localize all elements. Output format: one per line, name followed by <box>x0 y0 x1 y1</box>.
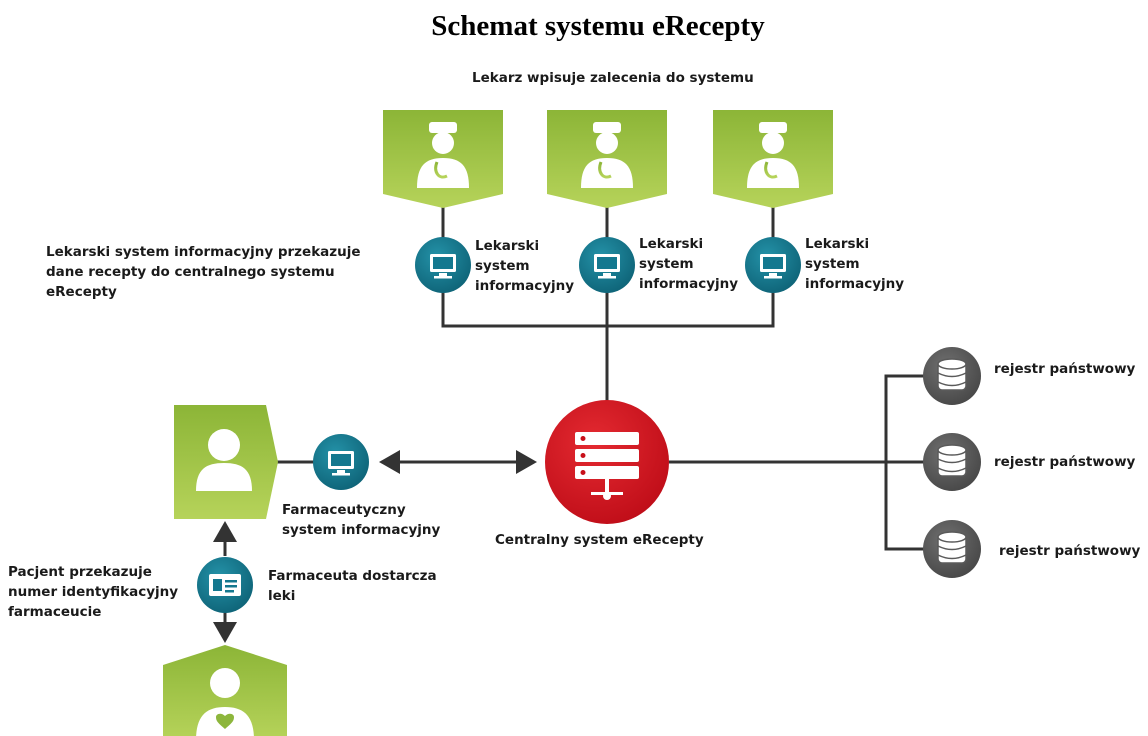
pharmacy-system-label: Farmaceutyczny system informacyjny <box>282 500 440 540</box>
doctor-icon <box>417 122 469 188</box>
database-icon <box>937 358 967 391</box>
label-line: informacyjny <box>639 276 739 292</box>
connectors <box>213 206 924 643</box>
patient-note: Pacjent przekazuje numer identyfikacyjny… <box>8 562 178 622</box>
label-line: Farmaceutyczny <box>282 502 406 518</box>
central-system-node <box>545 400 669 524</box>
doctor-system-label-1: Lekarski system informacyjny <box>475 236 574 296</box>
note-line: Farmaceuta dostarcza <box>268 568 437 584</box>
doctor-node-1 <box>383 110 503 208</box>
patient-heart-icon <box>196 668 254 736</box>
registry-node-3 <box>923 520 981 578</box>
pharmacy-system-node <box>313 434 369 490</box>
patient-node <box>163 645 287 736</box>
note-line: farmaceucie <box>8 604 102 620</box>
doctor-icon <box>581 122 633 188</box>
note-line: dane recepty do centralnego systemu <box>46 264 335 280</box>
doctor-system-note: Lekarski system informacyjny przekazuje … <box>46 242 361 302</box>
label-line: system <box>805 256 860 272</box>
note-line: Pacjent przekazuje <box>8 564 152 580</box>
person-icon <box>196 429 252 491</box>
label-line: Lekarski <box>805 236 870 252</box>
id-card-icon <box>209 574 241 596</box>
doctor-system-label-3: Lekarski system informacyjny <box>805 234 904 294</box>
central-system-label: Centralny system eRecepty <box>495 532 704 548</box>
registry-node-1 <box>923 347 981 405</box>
server-icon <box>575 432 639 500</box>
registry-node-2 <box>923 433 981 491</box>
registry-label-2: rejestr państwowy <box>994 454 1136 470</box>
note-line: eRecepty <box>46 284 117 300</box>
note-line: numer identyfikacyjny <box>8 584 179 600</box>
database-icon <box>937 531 967 564</box>
monitor-icon <box>760 254 786 279</box>
doctor-system-node-3 <box>745 237 801 293</box>
pharmacist-tag <box>174 405 278 519</box>
pharmacist-note: Farmaceuta dostarcza leki <box>268 566 437 606</box>
doctor-system-node-2 <box>579 237 635 293</box>
doctor-system-node-1 <box>415 237 471 293</box>
label-line: system informacyjny <box>282 522 441 538</box>
note-line: leki <box>268 588 296 604</box>
registry-label-3: rejestr państwowy <box>999 543 1141 559</box>
doctor-node-3 <box>713 110 833 208</box>
pharmacist-node <box>174 405 278 519</box>
label-line: informacyjny <box>805 276 905 292</box>
monitor-icon <box>328 451 354 476</box>
label-line: Lekarski <box>475 238 540 254</box>
doctor-input-label: Lekarz wpisuje zalecenia do systemu <box>472 70 754 86</box>
label-line: system <box>475 258 530 274</box>
diagram-title: Schemat systemu eRecepty <box>431 10 765 42</box>
doctor-icon <box>747 122 799 188</box>
label-line: Lekarski <box>639 236 704 252</box>
database-icon <box>937 444 967 477</box>
doctor-system-label-2: Lekarski system informacyjny <box>639 234 738 294</box>
doctor-node-2 <box>547 110 667 208</box>
label-line: system <box>639 256 694 272</box>
registry-label-1: rejestr państwowy <box>994 361 1136 377</box>
label-line: informacyjny <box>475 278 575 294</box>
monitor-icon <box>430 254 456 279</box>
note-line: Lekarski system informacyjny przekazuje <box>46 244 361 260</box>
monitor-icon <box>594 254 620 279</box>
id-card-node <box>197 557 253 613</box>
